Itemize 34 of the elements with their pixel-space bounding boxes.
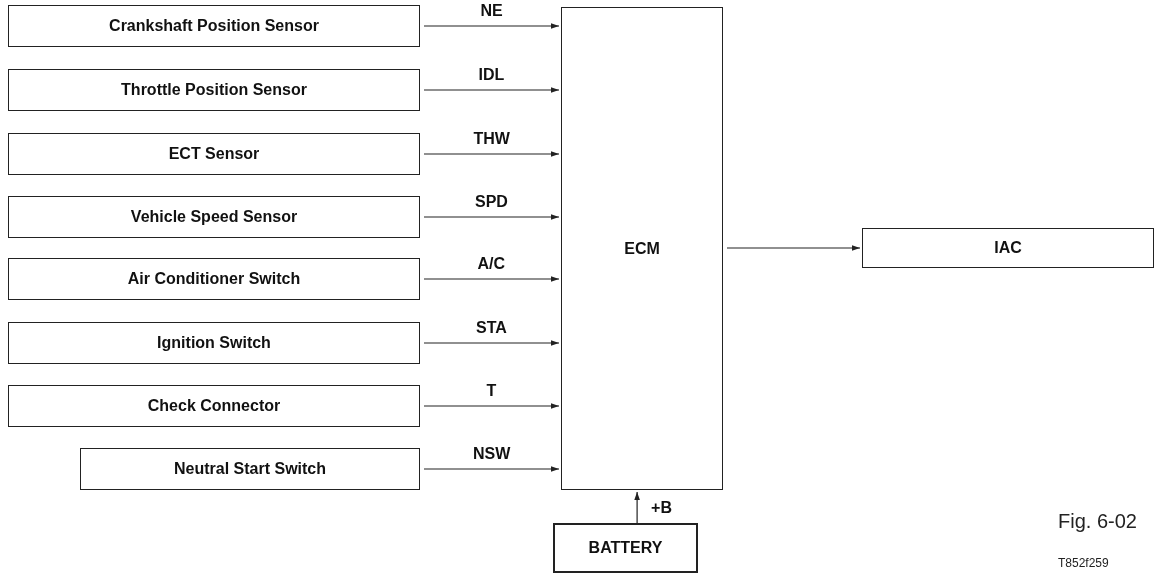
block-box (8, 196, 420, 238)
block-box (553, 523, 698, 573)
block-label: Vehicle Speed Sensor (130, 208, 298, 226)
block-label: Crankshaft Position Sensor (109, 17, 319, 35)
block-label: BATTERY (588, 539, 663, 557)
figure-code: T852f259 (1058, 556, 1109, 570)
block-label: Throttle Position Sensor (121, 81, 307, 99)
block-label: Neutral Start Switch (174, 460, 326, 478)
arrow (423, 276, 560, 282)
block-label: ECT Sensor (168, 145, 260, 163)
arrow (634, 491, 640, 524)
block-label: Air Conditioner Switch (127, 270, 301, 288)
arrow (423, 340, 560, 346)
arrow (423, 23, 560, 29)
arrow (423, 466, 560, 472)
arrow (423, 214, 560, 220)
block-box (80, 448, 420, 490)
block-box (8, 133, 420, 175)
arrow (726, 245, 861, 251)
block-box (862, 228, 1154, 268)
block-box (8, 69, 420, 111)
block-label: ECM (624, 239, 660, 258)
arrow (423, 403, 560, 409)
arrow (423, 87, 560, 93)
block-label: IAC (994, 239, 1022, 257)
arrow (423, 151, 560, 157)
block-label: Ignition Switch (157, 334, 271, 352)
block-label: Check Connector (147, 397, 281, 415)
block-box (8, 385, 420, 427)
block-box (561, 7, 723, 490)
figure-number: Fig. 6-02 (1058, 510, 1137, 533)
block-box (8, 5, 420, 47)
block-box (8, 258, 420, 300)
block-box (8, 322, 420, 364)
